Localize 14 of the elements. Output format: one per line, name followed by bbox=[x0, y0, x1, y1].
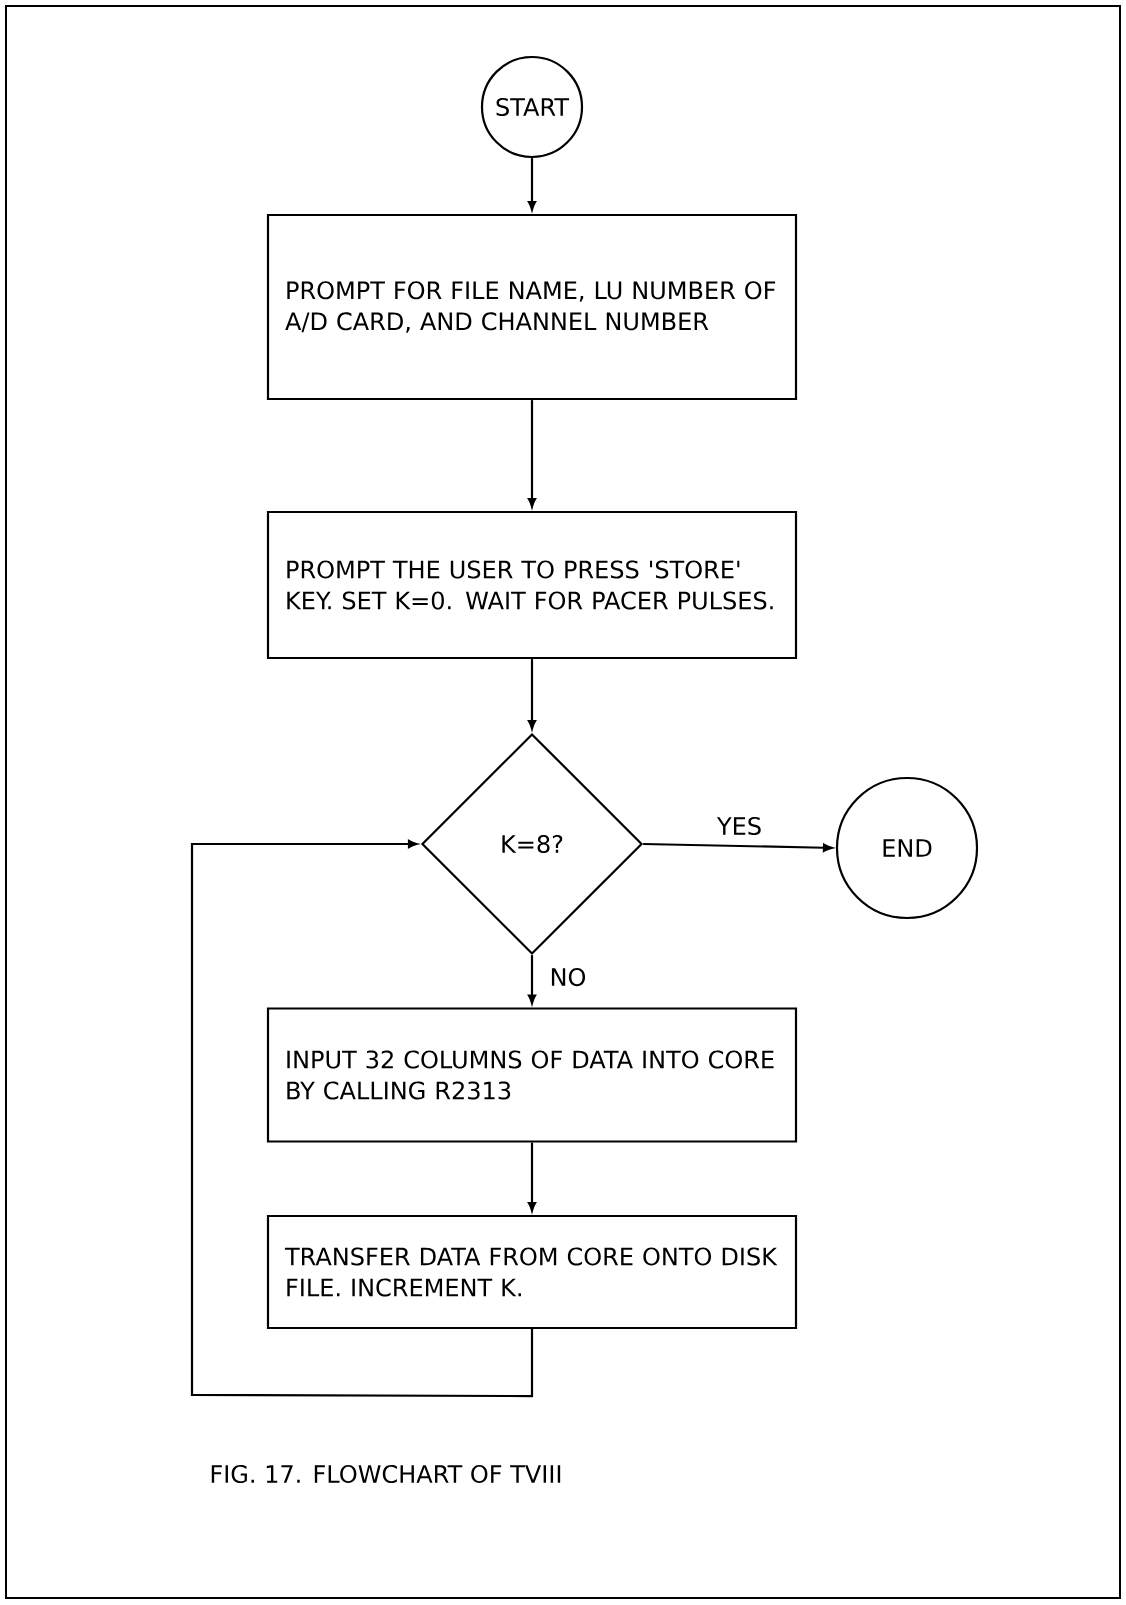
arrow bbox=[527, 158, 537, 211]
arrow bbox=[190, 839, 534, 1398]
arrow bbox=[527, 955, 537, 1005]
edge-label: NO bbox=[551, 968, 586, 987]
arrow bbox=[527, 659, 537, 730]
process-box: TRANSFER DATA FROM CORE ONTO DISK FILE. INCREMENT K. bbox=[266, 1214, 798, 1330]
arrow bbox=[527, 1142, 537, 1212]
arrow bbox=[527, 400, 537, 508]
process-box: PROMPT FOR FILE NAME, LU NUMBER OF A/D CARD, AND CHANNEL NUMBER bbox=[266, 213, 798, 401]
edge-label: YES bbox=[716, 816, 761, 836]
arrow bbox=[643, 842, 833, 852]
process-box: INPUT 32 COLUMNS OF DATA INTO CORE BY CALLING R2313 bbox=[266, 1007, 798, 1143]
figure-caption: FIG. 17. FLOWCHART OF TVIII bbox=[211, 1464, 561, 1484]
process-box: PROMPT THE USER TO PRESS 'STORE' KEY. SET K=0. WAIT FOR PACER PULSES. bbox=[266, 510, 798, 660]
